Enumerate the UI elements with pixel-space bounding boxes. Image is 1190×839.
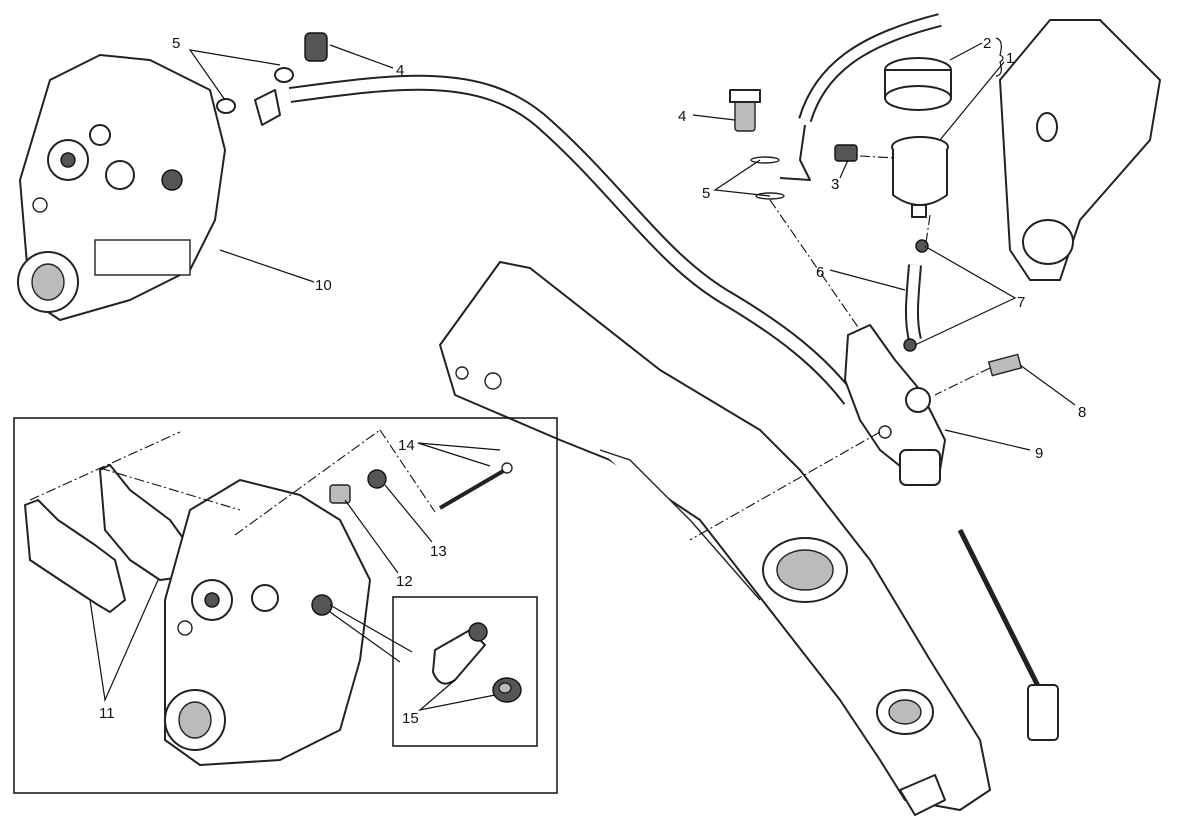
seal-parts (329, 604, 522, 703)
caliper-detail-inset (13, 417, 558, 794)
callout-13: 13 (430, 543, 447, 560)
callout-10: 10 (315, 277, 332, 294)
master-cylinder-assembly (729, 19, 1161, 741)
callout-15: 15 (402, 710, 419, 727)
callout-2: 2 (983, 35, 991, 52)
callout-labels: 5 4 10 2 1 4 5 3 6 7 8 9 14 13 12 11 15 (99, 35, 1086, 727)
brake-hose (288, 13, 942, 405)
callout-7: 7 (1017, 294, 1025, 311)
callout-14: 14 (398, 437, 415, 454)
callout-6: 6 (816, 264, 824, 281)
rear-brake-caliper (17, 54, 281, 321)
assembly-lines (689, 155, 991, 541)
inset-caliper (24, 429, 513, 766)
callout-9: 9 (1035, 445, 1043, 462)
callout-3: 3 (831, 176, 839, 193)
swingarm (439, 261, 991, 816)
seal-detail-inset (392, 596, 538, 747)
callout-4: 4 (396, 62, 404, 79)
callout-4: 4 (678, 108, 686, 125)
leader-lines (89, 37, 1076, 712)
callout-11: 11 (99, 705, 115, 722)
banjo-bolt-washers-left (216, 32, 328, 114)
callout-5: 5 (702, 185, 710, 202)
callout-12: 12 (396, 573, 413, 590)
callout-1: 1 (1006, 50, 1014, 67)
callout-5: 5 (172, 35, 180, 52)
callout-8: 8 (1078, 404, 1086, 421)
